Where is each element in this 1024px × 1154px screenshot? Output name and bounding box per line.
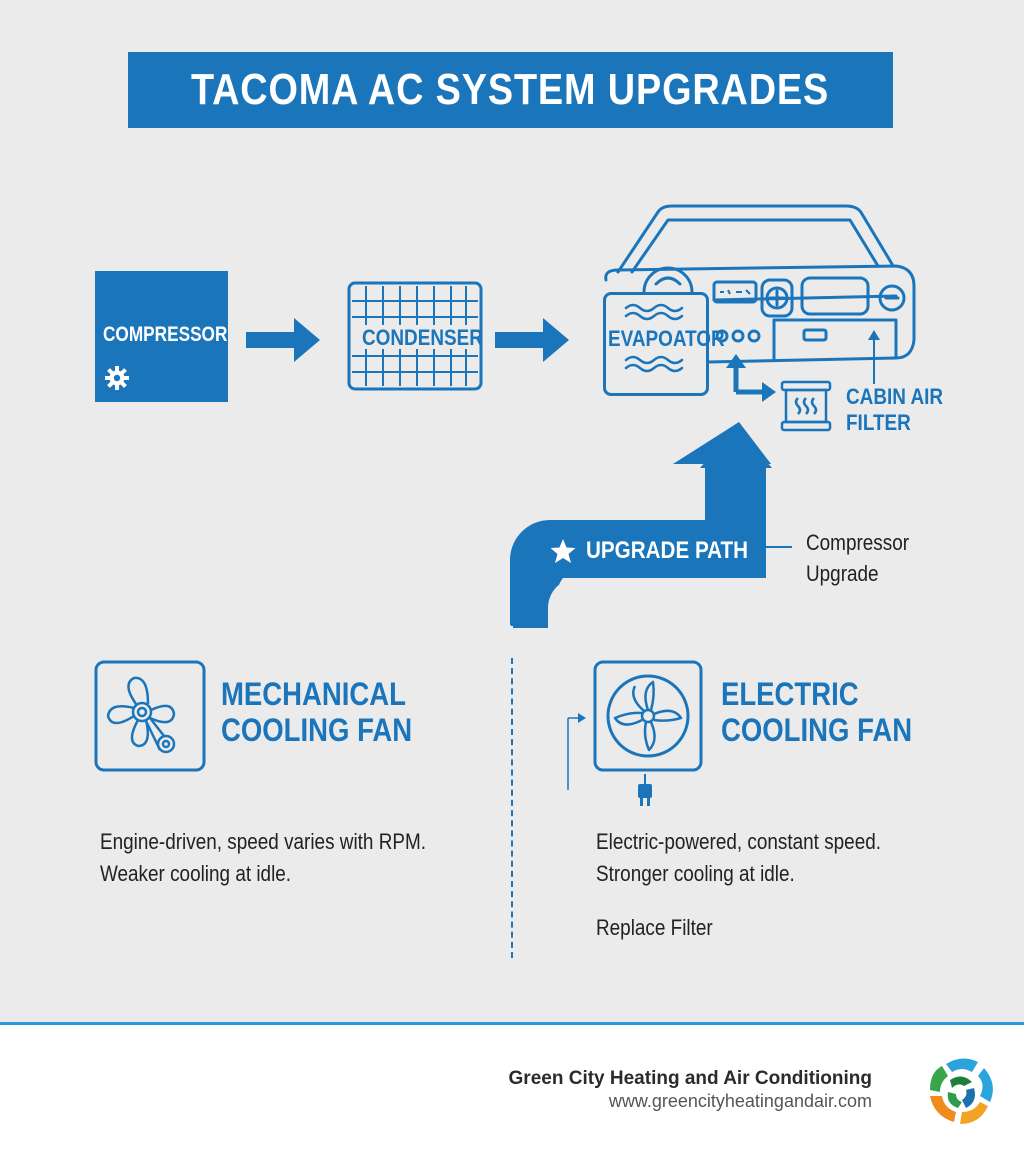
replace-filter-note: Replace Filter <box>596 915 713 940</box>
electric-fan-description: Electric-powered, constant speed. Strong… <box>596 829 882 886</box>
condenser-grid-icon <box>347 281 483 391</box>
flow-arrow-1 <box>246 318 320 362</box>
mechanical-fan-icon <box>94 660 206 772</box>
page-title: TACOMA AC SYSTEM UPGRADES <box>191 65 830 114</box>
evaporator-label: EVAPOATOR <box>608 326 725 351</box>
car-dashboard-illustration <box>604 204 916 364</box>
upgrade-arrow-head <box>700 426 772 468</box>
airflow-arrow-icon <box>726 354 776 402</box>
upgrade-path-label: UPGRADE PATH <box>586 537 749 564</box>
footer-company-name: Green City Heating and Air Conditioning <box>508 1068 872 1089</box>
star-icon <box>550 539 576 563</box>
mechanical-fan-description: Engine-driven, speed varies with RPM. We… <box>100 829 426 886</box>
company-logo-icon <box>930 1058 993 1124</box>
flow-arrow-2 <box>495 318 569 362</box>
condenser-label: CONDENSER <box>362 325 483 350</box>
footer-website-link[interactable]: www.greencityheatingandair.com <box>608 1091 872 1111</box>
connector-arrow <box>567 713 586 790</box>
filter-pointer-arrow <box>868 330 880 384</box>
cabin-filter-label: CABIN AIR FILTER <box>846 384 944 435</box>
footer <box>0 1025 1024 1154</box>
upgrade-note-leader <box>766 546 792 548</box>
compressor-block: COMPRESSOR <box>95 271 228 402</box>
evaporator-block <box>603 292 709 396</box>
gear-icon <box>105 366 129 390</box>
upgrade-note: Compressor Upgrade <box>806 530 910 586</box>
air-wave-icon <box>624 303 684 321</box>
cabin-filter-icon <box>780 380 832 432</box>
electric-fan-title: ELECTRIC COOLING FAN <box>721 676 913 748</box>
electric-fan-icon <box>593 660 703 772</box>
footer-divider <box>0 1022 1024 1025</box>
compressor-label: COMPRESSOR <box>103 323 228 346</box>
upgrade-arrow-tail <box>510 560 550 626</box>
page-title-banner: TACOMA AC SYSTEM UPGRADES <box>128 52 893 128</box>
mechanical-fan-title: MECHANICAL COOLING FAN <box>221 676 413 748</box>
air-wave-icon-lower <box>624 355 684 373</box>
power-plug-icon <box>638 774 652 806</box>
section-divider <box>511 658 513 958</box>
